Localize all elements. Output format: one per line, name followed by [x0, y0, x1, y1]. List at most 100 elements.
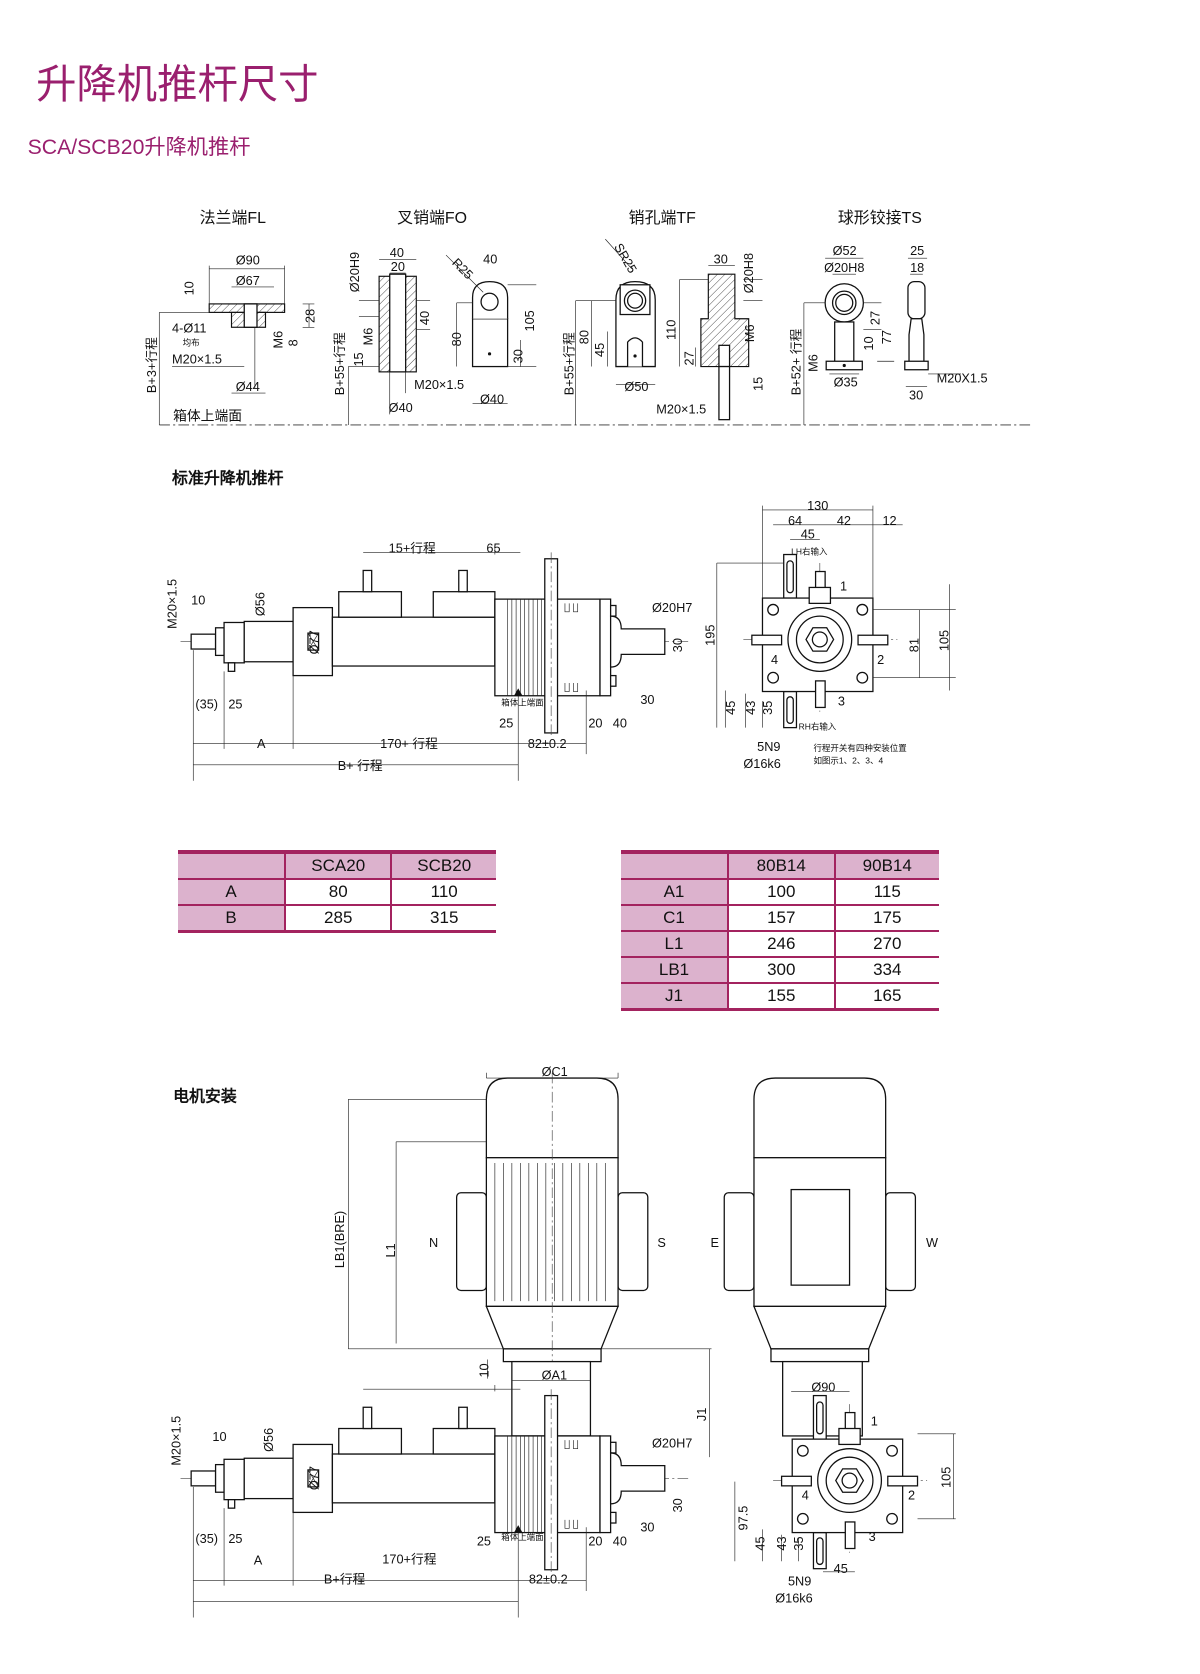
dim-label: Ø44: [236, 379, 260, 394]
dim-label: B+3+行程: [144, 337, 159, 393]
table-cell: A: [178, 879, 285, 906]
dim-label: Ø20H7: [652, 600, 692, 615]
table-header-cell: SCB20: [390, 852, 496, 880]
dim-label: M20X1.5: [937, 370, 988, 385]
dim-label: R25: [449, 255, 476, 282]
fitting-title-fl: 法兰端FL: [200, 209, 266, 227]
dim-label: 1: [871, 1413, 878, 1428]
dim-label: 5N9: [788, 1574, 811, 1589]
dim-label: 64: [788, 513, 802, 528]
dim-label: 81: [907, 638, 922, 652]
dim-label: 25: [477, 1533, 491, 1548]
table-cell: 175: [833, 905, 939, 932]
dim-label: 82±0.2: [528, 736, 567, 751]
dim-label: W: [926, 1235, 938, 1250]
dim-label: 65: [486, 540, 500, 555]
standard-actuator-section: 标准升降机推杆 15+行程 65 M20×1.5 10 Ø56 Ø77 Ø20H…: [164, 468, 956, 782]
dim-label: 80: [449, 332, 464, 346]
dim-label: 5N9: [757, 739, 780, 754]
dim-label: 80: [576, 330, 591, 344]
dim-label: 25: [910, 243, 924, 258]
dim-label: 30: [510, 349, 525, 363]
table-cell: 80: [283, 879, 392, 906]
dim-label: M20×1.5: [414, 377, 464, 392]
ball-joint-end-drawing: Ø52 Ø20H8 B+52+ 行程 M6 Ø35 27 10 77 25 18…: [789, 243, 988, 425]
note-text: 行程开关有四种安装位置: [813, 743, 907, 753]
dim-label: 10: [861, 336, 876, 350]
dim-label: 45: [753, 1536, 768, 1550]
table-cell: 246: [727, 931, 835, 958]
fitting-title-ts: 球形铰接TS: [838, 209, 922, 227]
dim-label: 40: [417, 311, 432, 325]
dim-label: Ø90: [236, 253, 260, 268]
dim-label: Ø56: [261, 1428, 276, 1452]
dim-label: Ø20H9: [347, 252, 362, 292]
dim-label: 30: [909, 387, 923, 402]
dim-label: L1: [383, 1243, 398, 1257]
dim-label: A: [254, 1552, 263, 1567]
table-cell: 285: [283, 905, 392, 933]
dim-label: 30: [670, 1498, 685, 1512]
fork-end-drawing: 40 20 Ø20H9 40 M6 15 B+55+行程 M20×1.5 Ø40…: [332, 245, 537, 425]
dim-label: 43: [774, 1536, 789, 1550]
dim-label: 4: [802, 1488, 809, 1503]
dim-label: 45: [801, 527, 815, 542]
dim-label: 15: [351, 352, 366, 366]
reference-label: 箱体上端面: [173, 409, 242, 424]
dim-label: Ø40: [389, 400, 413, 415]
table-cell: 165: [833, 983, 939, 1011]
table-header-cell: 80B14: [727, 852, 835, 880]
dim-label: 82±0.2: [529, 1572, 568, 1587]
dim-label: Ø20H8: [824, 260, 864, 275]
dim-label: 4-Ø11: [172, 321, 206, 336]
dim-label: 4: [771, 652, 778, 667]
dim-label: 97.5: [736, 1506, 751, 1531]
table-cell: 334: [833, 957, 939, 984]
dim-label: 40: [390, 245, 404, 260]
table-cell: LB1: [621, 957, 728, 984]
dim-label: 12: [882, 513, 896, 528]
dim-label: Ø67: [236, 273, 260, 288]
dim-label: Ø50: [624, 379, 648, 394]
dim-label: SR25: [611, 241, 640, 276]
dim-label: B+55+行程: [561, 332, 576, 395]
flange-end-drawing: Ø90 Ø67 10 4-Ø11 均布 M20×1.5 Ø44 M6 8 28 …: [144, 253, 317, 425]
dim-label: 35: [791, 1536, 806, 1550]
dim-label: 105: [938, 1467, 953, 1488]
section-title-standard: 标准升降机推杆: [171, 468, 283, 487]
dim-label: M6: [361, 328, 376, 346]
dim-label: 25: [499, 716, 513, 731]
dim-label: ØC1: [542, 1064, 568, 1079]
dim-label: Ø20H8: [741, 253, 756, 293]
end-fittings: 法兰端FL 叉销端FO 销孔端TF 球形铰接TS Ø90 Ø67 10 4-Ø1…: [144, 209, 1031, 426]
dim-label: 43: [743, 701, 758, 715]
dim-label: M20×1.5: [164, 579, 179, 629]
dim-label: M6: [806, 354, 821, 372]
table-header-row: SCA20 SCB20: [178, 852, 496, 880]
dim-label: 2: [908, 1488, 915, 1503]
dim-label: 10: [212, 1429, 226, 1444]
dim-label: 27: [681, 351, 696, 365]
table-cell: L1: [621, 931, 728, 958]
dim-label: M20×1.5: [172, 351, 222, 366]
dim-label: B+ 行程: [338, 758, 383, 773]
table-row: A 80 110: [178, 879, 496, 906]
dim-label: 1: [840, 579, 847, 594]
dim-label: N: [429, 1235, 438, 1250]
table-header-cell: SCA20: [283, 852, 392, 880]
table-cell: J1: [621, 983, 728, 1011]
section-title-motor: 电机安装: [173, 1086, 237, 1105]
stroke-dimension-table: SCA20 SCB20 A 80 110 B 285 315: [178, 850, 496, 933]
dim-label: Ø16k6: [775, 1591, 813, 1606]
dim-label: 77: [879, 330, 894, 344]
dim-label: 170+行程: [382, 1551, 436, 1566]
dim-label: 40: [613, 716, 627, 731]
dim-label: 105: [522, 310, 537, 331]
dim-label: E: [710, 1235, 718, 1250]
